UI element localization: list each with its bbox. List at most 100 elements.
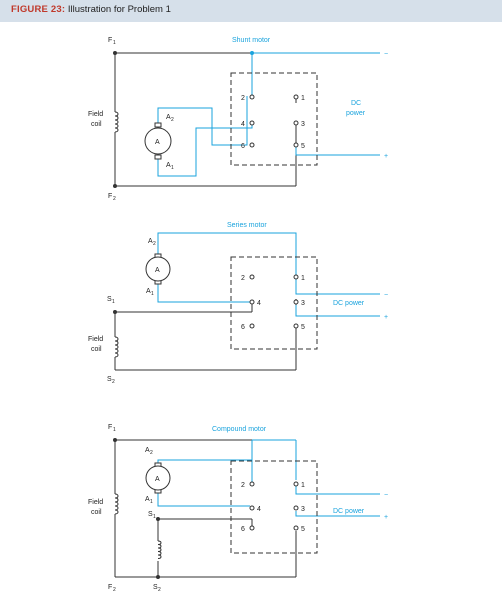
svg-text:4: 4: [257, 506, 261, 513]
switch-box: [230, 256, 318, 350]
brush-icon: [154, 122, 162, 128]
svg-text:2: 2: [241, 482, 245, 489]
f2-label: F: [108, 584, 112, 591]
junction-dot: [250, 51, 254, 55]
terminal-posts: [249, 94, 299, 148]
field-coil-icon: [114, 336, 119, 358]
field-coil-icon: [114, 111, 119, 133]
terminal-posts: [249, 481, 299, 531]
svg-text:2: 2: [150, 450, 153, 456]
armature-label: A: [155, 139, 160, 146]
compound-black-wiring: [114, 439, 297, 578]
svg-text:1: 1: [113, 40, 116, 46]
field-label: Field: [88, 499, 103, 506]
svg-text:5: 5: [301, 143, 305, 150]
svg-text:2: 2: [153, 241, 156, 247]
svg-text:5: 5: [301, 526, 305, 533]
svg-text:2: 2: [171, 117, 174, 123]
figure-number: FIGURE 23:: [11, 4, 66, 15]
svg-text:5: 5: [301, 324, 305, 331]
field-label: Field: [88, 336, 103, 343]
svg-text:+: +: [384, 153, 388, 160]
s1-label: S: [107, 296, 112, 303]
svg-text:−: −: [384, 292, 388, 299]
svg-text:2: 2: [113, 587, 116, 593]
s2-label: S: [107, 376, 112, 383]
svg-text:2: 2: [241, 95, 245, 102]
armature-icon: [145, 465, 171, 491]
svg-text:1: 1: [113, 427, 116, 433]
a1-label: A: [145, 496, 150, 503]
switch-box: [230, 460, 318, 554]
svg-text:1: 1: [171, 165, 174, 171]
svg-text:1: 1: [153, 514, 156, 520]
series-title: Series motor: [227, 222, 267, 229]
armature-label: A: [155, 476, 160, 483]
compound-motor-diagram: F 1 F 2 Compound motor A 2 A 1 A S 1 S 2…: [88, 424, 388, 593]
a1-label: A: [166, 162, 171, 169]
f1-label: F: [108, 37, 112, 44]
s1-label: S: [148, 511, 153, 518]
svg-text:−: −: [384, 51, 388, 58]
dc-power-label: DC power: [333, 508, 365, 515]
power-label: power: [346, 110, 366, 117]
coil-label: coil: [91, 346, 102, 353]
shunt-black-wiring: [114, 52, 297, 187]
s2-label: S: [153, 584, 158, 591]
coil-label: coil: [91, 121, 102, 128]
svg-text:+: +: [384, 314, 388, 321]
svg-text:1: 1: [150, 499, 153, 505]
shunt-motor-diagram: F 1 F 2 Shunt motor Field coil A 2 A 1 A…: [88, 37, 388, 202]
svg-text:1: 1: [151, 291, 154, 297]
figure-caption: FIGURE 23: Illustration for Problem 1: [11, 4, 171, 15]
shunt-title: Shunt motor: [232, 37, 271, 44]
f2-label: F: [108, 193, 112, 200]
junction-dot: [113, 184, 117, 188]
dc-power-label: DC power: [333, 300, 365, 307]
f1-label: F: [108, 424, 112, 431]
svg-text:4: 4: [241, 121, 245, 128]
shunt-field-coil-icon: [114, 493, 119, 515]
svg-text:1: 1: [301, 95, 305, 102]
svg-text:2: 2: [112, 379, 115, 385]
caption-bar: FIGURE 23: Illustration for Problem 1: [0, 0, 502, 22]
compound-blue-wiring: [157, 439, 380, 517]
dc-label: DC: [351, 100, 361, 107]
series-field-coil-icon: [157, 540, 162, 559]
svg-text:2: 2: [113, 196, 116, 202]
brush-icon: [154, 154, 162, 160]
svg-text:2: 2: [158, 587, 161, 593]
shunt-blue-wiring: [157, 52, 380, 177]
svg-text:4: 4: [257, 300, 261, 307]
series-black-wiring: [114, 299, 297, 371]
armature-icon: [144, 127, 172, 155]
coil-label: coil: [91, 509, 102, 516]
a1-label: A: [146, 288, 151, 295]
svg-text:1: 1: [112, 299, 115, 305]
junction-dot: [113, 51, 117, 55]
series-motor-diagram: A 2 A 1 A Series motor S 1 S 2 Field coi…: [88, 222, 388, 385]
compound-title: Compound motor: [212, 426, 267, 433]
junction-dot: [113, 438, 117, 442]
junction-dot: [156, 517, 160, 521]
junction-dot: [113, 310, 117, 314]
svg-text:+: +: [384, 514, 388, 521]
a2-label: A: [148, 238, 153, 245]
armature-label: A: [155, 267, 160, 274]
junction-dot: [156, 575, 160, 579]
svg-text:−: −: [384, 492, 388, 499]
switch-box: [230, 72, 318, 166]
svg-text:2: 2: [241, 275, 245, 282]
a2-label: A: [145, 447, 150, 454]
svg-text:6: 6: [241, 324, 245, 331]
svg-text:3: 3: [301, 506, 305, 513]
svg-text:3: 3: [301, 300, 305, 307]
field-label: Field: [88, 111, 103, 118]
series-blue-wiring: [157, 232, 380, 317]
figure-title: Illustration for Problem 1: [67, 4, 171, 15]
svg-text:3: 3: [301, 121, 305, 128]
svg-text:6: 6: [241, 526, 245, 533]
terminal-posts: [249, 274, 299, 329]
svg-text:6: 6: [241, 143, 245, 150]
